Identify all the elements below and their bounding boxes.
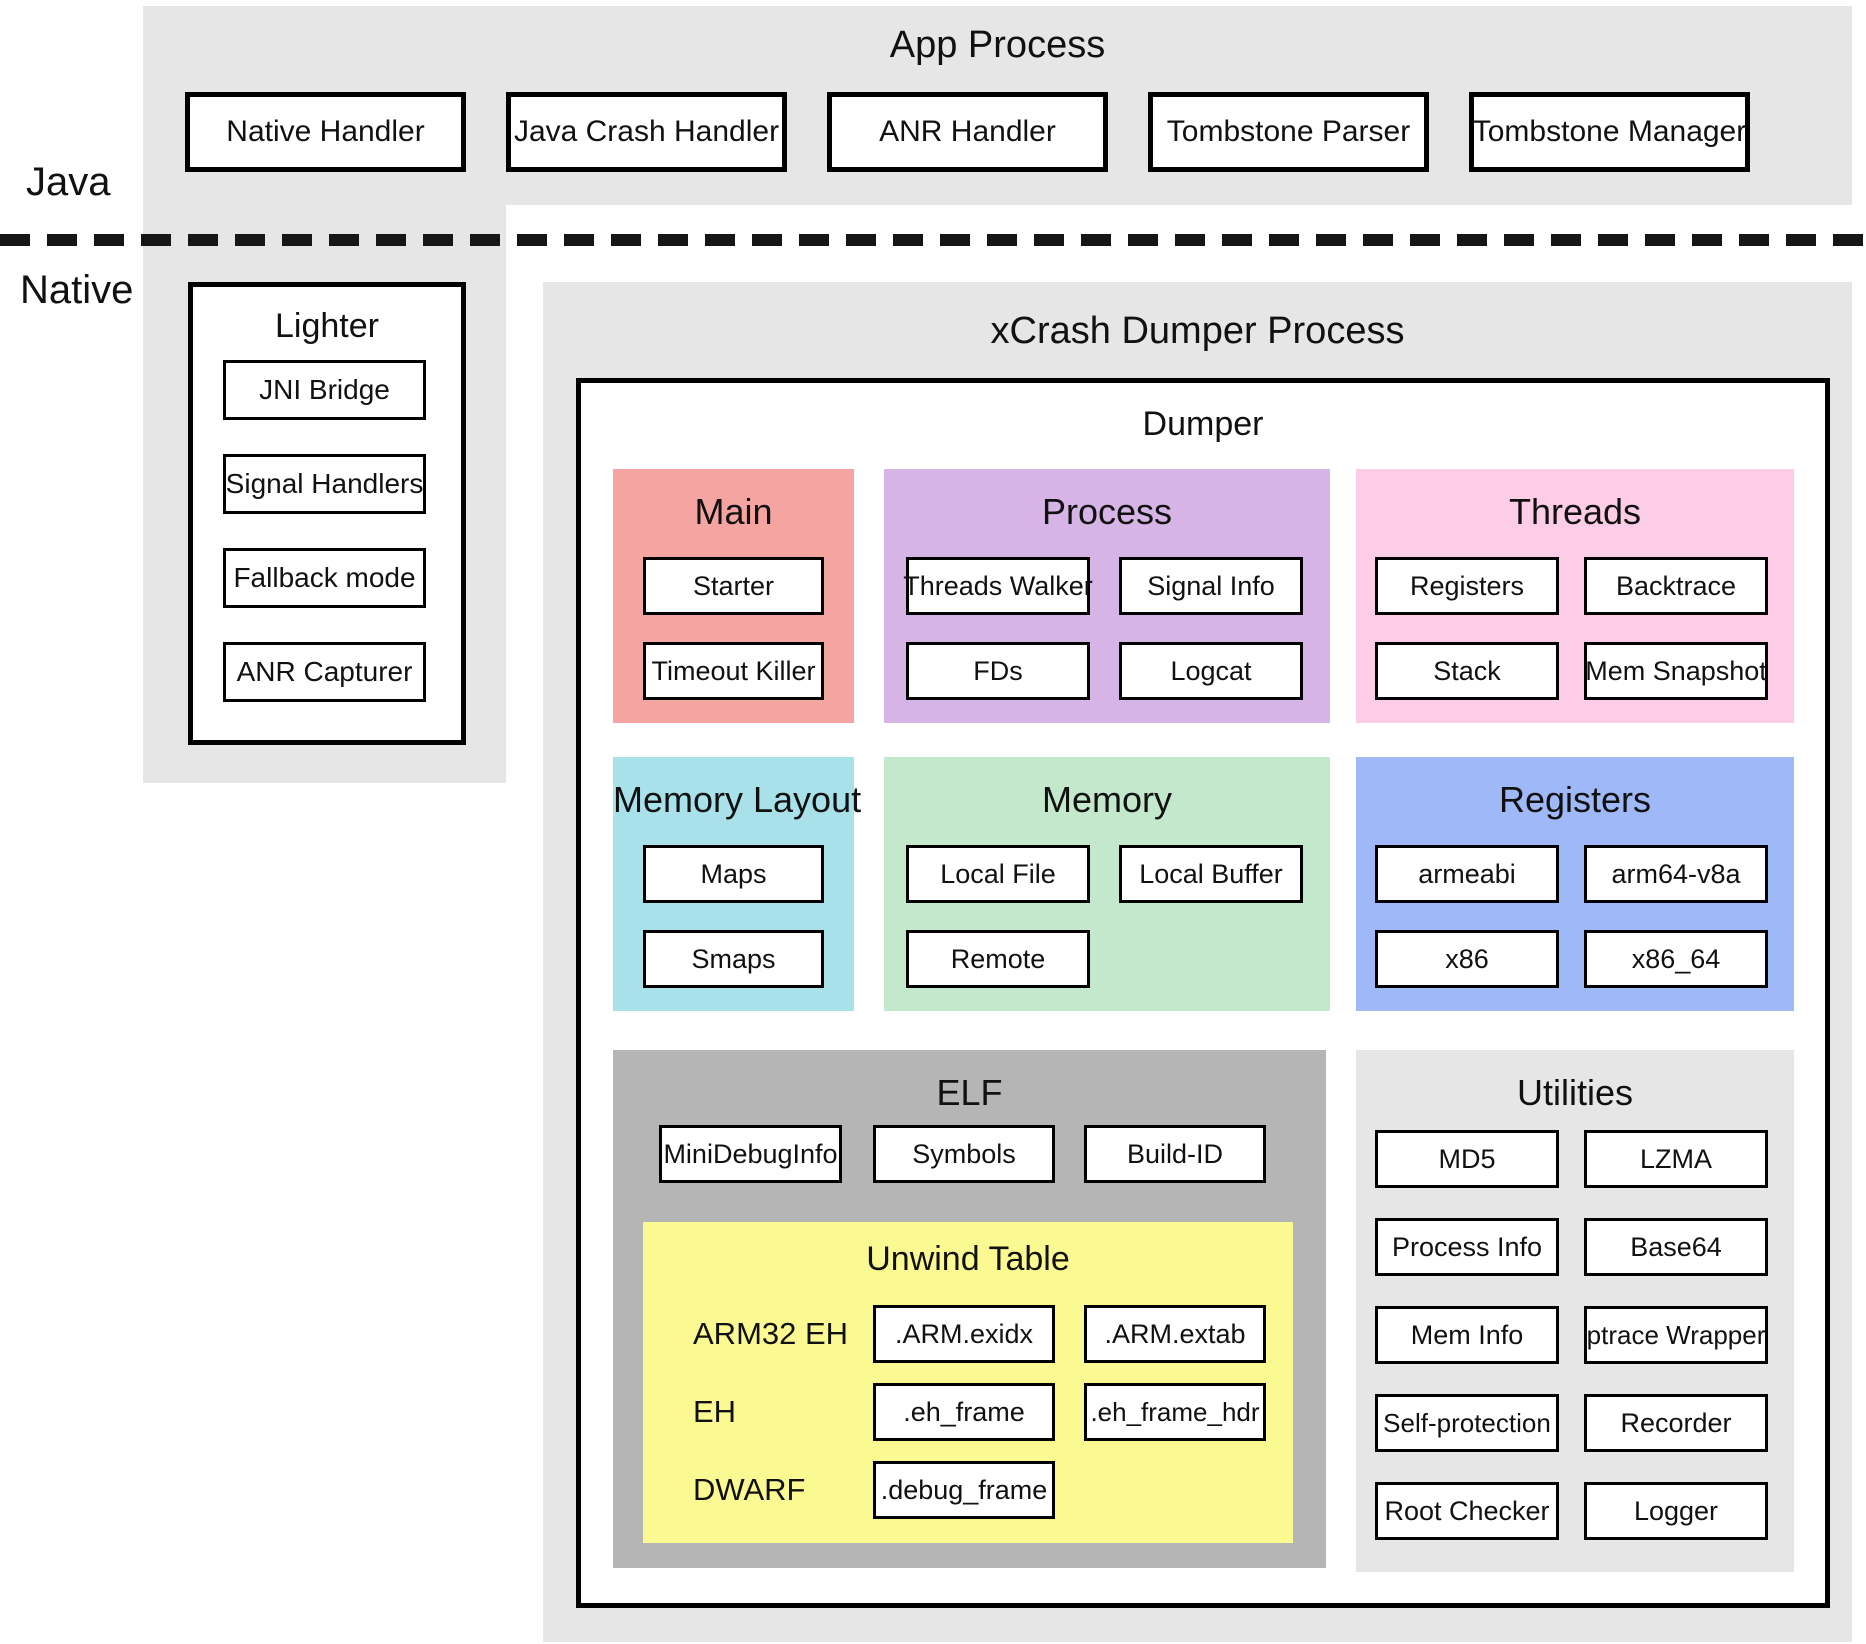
stack-box: Stack [1375,642,1559,700]
dumper-container: Dumper Main Starter Timeout Killer Proce… [576,378,1830,1608]
utilities-section: Utilities MD5 LZMA Process Info Base64 M… [1356,1050,1794,1572]
elf-section-title: ELF [936,1072,1003,1113]
base64-box: Base64 [1584,1218,1768,1276]
symbols-box: Symbols [873,1125,1055,1183]
eh-row-label: EH [693,1394,737,1429]
arm-extab-box: .ARM.extab [1084,1305,1266,1363]
main-section-title: Main [694,491,773,532]
utilities-section-title: Utilities [1516,1072,1633,1113]
arm64-v8a-box: arm64-v8a [1584,845,1768,903]
self-protection-box: Self-protection [1375,1394,1559,1452]
xcrash-dumper-process-container: xCrash Dumper Process Dumper Main Starte… [543,282,1852,1642]
arm32-eh-row-label: ARM32 EH [693,1316,849,1351]
backtrace-box: Backtrace [1584,557,1768,615]
arm-exidx-box: .ARM.exidx [873,1305,1055,1363]
registers-section: Registers armeabi arm64-v8a x86 x86_64 [1356,757,1794,1011]
java-layer-label: Java [26,160,111,204]
timeout-killer-box: Timeout Killer [643,642,824,700]
threads-walker-box: Threads Walker [903,557,1093,615]
build-id-box: Build-ID [1084,1125,1266,1183]
remote-box: Remote [906,930,1090,988]
process-info-box: Process Info [1375,1218,1559,1276]
local-file-box: Local File [906,845,1090,903]
memory-layout-section-title: Memory Layout [613,779,862,820]
unwind-table-section: Unwind Table ARM32 EH .ARM.exidx .ARM.ex… [643,1222,1293,1543]
memory-section: Memory Local File Local Buffer Remote [884,757,1330,1011]
mem-info-box: Mem Info [1375,1306,1559,1364]
starter-box: Starter [643,557,824,615]
signal-info-box: Signal Info [1119,557,1303,615]
memory-layout-section: Memory Layout Maps Smaps [613,757,862,1011]
tombstone-manager-box: Tombstone Manager [1469,92,1750,172]
x86-64-box: x86_64 [1584,930,1768,988]
mem-snapshot-box: Mem Snapshot [1584,642,1768,700]
dwarf-row-label: DWARF [693,1472,806,1507]
native-handler-box: Native Handler [185,92,466,172]
minidebuginfo-box: MiniDebugInfo [659,1125,842,1183]
anr-handler-box: ANR Handler [827,92,1108,172]
lighter-title: Lighter [275,307,379,345]
anr-capturer-box: ANR Capturer [223,642,426,702]
app-process-boxes: Native Handler Java Crash Handler ANR Ha… [185,92,1750,172]
java-native-divider-line [0,234,1866,246]
process-section: Process Threads Walker Signal Info FDs L… [884,469,1330,723]
dumper-title: Dumper [1142,405,1264,443]
recorder-box: Recorder [1584,1394,1768,1452]
signal-handlers-box: Signal Handlers [223,454,426,514]
eh-frame-hdr-box: .eh_frame_hdr [1084,1383,1266,1441]
registers-box: Registers [1375,557,1559,615]
smaps-box: Smaps [643,930,824,988]
debug-frame-box: .debug_frame [873,1461,1055,1519]
unwind-table-title: Unwind Table [866,1240,1070,1278]
jni-bridge-box: JNI Bridge [223,360,426,420]
logger-box: Logger [1584,1482,1768,1540]
lighter-container: Lighter JNI Bridge Signal Handlers Fallb… [188,282,466,745]
registers-section-title: Registers [1498,779,1652,820]
app-process-title: App Process [889,24,1106,66]
armeabi-box: armeabi [1375,845,1559,903]
process-section-title: Process [1041,491,1173,532]
memory-section-title: Memory [1041,779,1172,820]
lzma-box: LZMA [1584,1130,1768,1188]
eh-frame-box: .eh_frame [873,1383,1055,1441]
fds-box: FDs [906,642,1090,700]
maps-box: Maps [643,845,824,903]
native-layer-label: Native [20,268,134,312]
md5-box: MD5 [1375,1130,1559,1188]
local-buffer-box: Local Buffer [1119,845,1303,903]
java-crash-handler-box: Java Crash Handler [506,92,787,172]
xcrash-dumper-process-title: xCrash Dumper Process [990,310,1405,352]
ptrace-wrapper-box: ptrace Wrapper [1584,1306,1768,1364]
main-section: Main Starter Timeout Killer [613,469,854,723]
threads-section: Threads Registers Backtrace Stack Mem Sn… [1356,469,1794,723]
threads-section-title: Threads [1508,491,1642,532]
fallback-mode-box: Fallback mode [223,548,426,608]
x86-box: x86 [1375,930,1559,988]
logcat-box: Logcat [1119,642,1303,700]
tombstone-parser-box: Tombstone Parser [1148,92,1429,172]
elf-section: ELF MiniDebugInfo Symbols Build-ID Unwin… [613,1050,1326,1568]
root-checker-box: Root Checker [1375,1482,1559,1540]
app-process-container: App Process Native Handler Java Crash Ha… [143,6,1852,205]
